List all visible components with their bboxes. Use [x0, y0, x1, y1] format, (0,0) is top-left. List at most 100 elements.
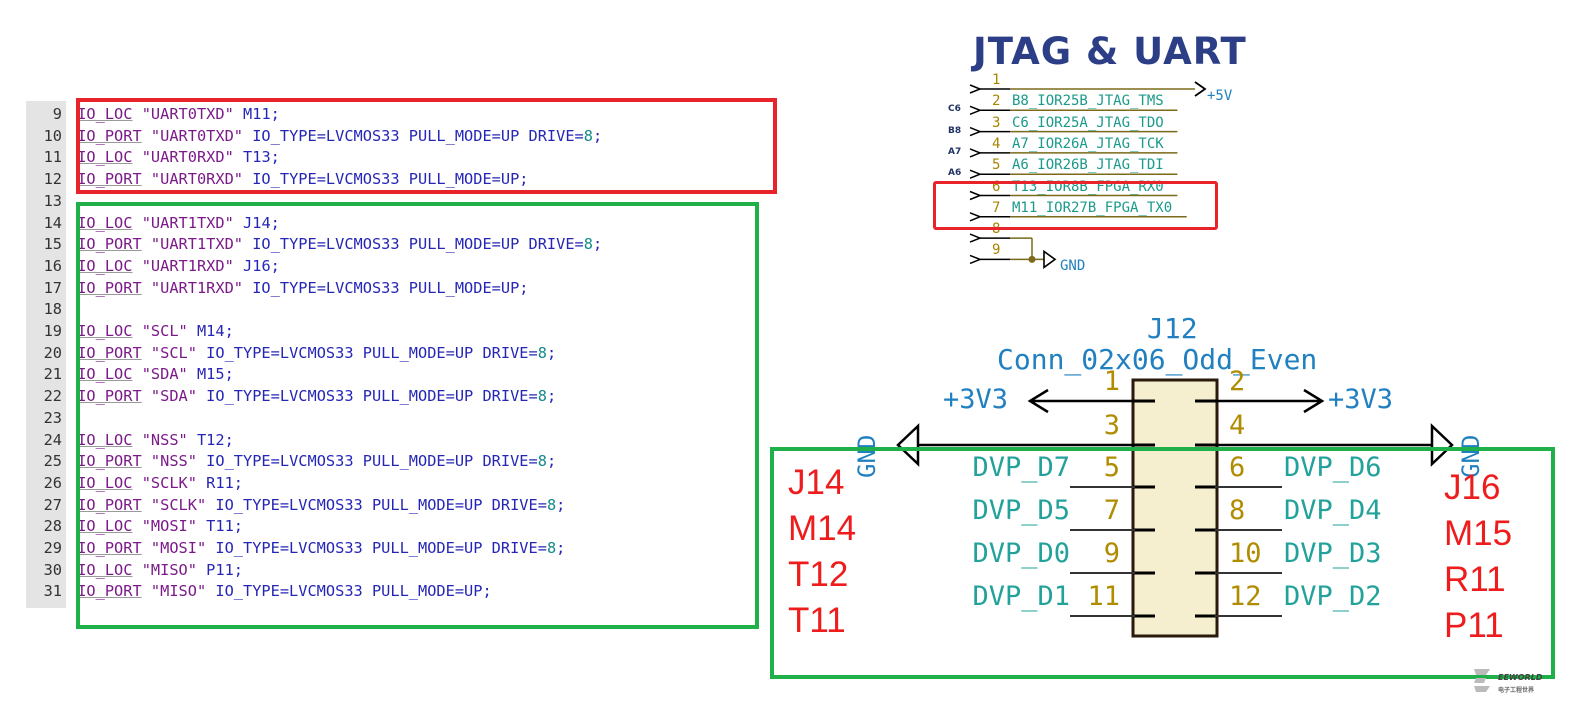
code-token: "SCLK"	[150, 495, 207, 514]
code-line[interactable]: 12 IO_PORT "UART0RXD" IO_TYPE=LVCMOS33 P…	[26, 168, 786, 190]
code-token: IO_LOC	[77, 517, 133, 536]
jtag-pin-tip	[969, 169, 983, 179]
code-token: IO_PORT	[77, 452, 142, 471]
j12-left-net-label: DVP_D5	[972, 495, 1070, 526]
watermark-sub: 电子工程世界	[1498, 687, 1535, 694]
line-number: 26	[43, 473, 62, 492]
j12-right-net-label: DVP_D6	[1284, 452, 1382, 483]
code-token: IO_TYPE=LVCMOS33 PULL_MODE=UP;	[243, 170, 529, 189]
line-number: 17	[43, 278, 62, 297]
code-line[interactable]: 18	[26, 298, 786, 320]
code-line[interactable]: 15 IO_PORT "UART1TXD" IO_TYPE=LVCMOS33 P…	[26, 233, 786, 255]
line-number: 31	[43, 582, 62, 601]
code-line[interactable]: 16 IO_LOC "UART1RXD" J16;	[26, 255, 786, 277]
code-token: "SCL"	[150, 343, 197, 362]
code-token: "UART0TXD"	[141, 105, 234, 123]
j12-right-pin-number: 10	[1229, 538, 1262, 569]
fpga-right-pin-label: P11	[1444, 606, 1504, 645]
code-line[interactable]: 26 IO_LOC "SCLK" R11;	[26, 472, 786, 494]
code-line[interactable]: 23	[26, 407, 786, 429]
jtag-pin-tip	[969, 254, 983, 265]
line-number: 25	[43, 452, 62, 471]
line-number: 14	[43, 213, 62, 232]
j12-left-net-label: DVP_D7	[972, 452, 1070, 483]
code-token: 8	[546, 539, 557, 557]
code-line[interactable]: 9 IO_LOC "UART0TXD" M11;	[26, 103, 786, 125]
j12-right-net-label: DVP_D4	[1284, 495, 1382, 526]
code-token: ;	[593, 126, 603, 145]
code-line[interactable]: 25 IO_PORT "NSS" IO_TYPE=LVCMOS33 PULL_M…	[26, 450, 786, 472]
jtag-net-label: M11_IOR27B_FPGA_TX0	[1012, 199, 1173, 216]
jtag-pin-number: 9	[992, 242, 1001, 259]
code-token: ;	[546, 452, 557, 471]
code-token: M11;	[233, 105, 280, 123]
j12-left-net-label: DVP_D0	[972, 538, 1070, 569]
code-token: IO_PORT	[77, 387, 142, 406]
jtag-pin-tip	[969, 126, 983, 137]
code-line[interactable]: 30 IO_LOC "MISO" P11;	[26, 559, 786, 581]
code-token: IO_LOC	[77, 560, 133, 579]
code-line[interactable]: 31 IO_PORT "MISO" IO_TYPE=LVCMOS33 PULL_…	[26, 580, 786, 602]
line-number: 9	[52, 105, 62, 123]
line-number: 11	[43, 148, 62, 167]
code-token: IO_LOC	[77, 213, 133, 232]
code-line[interactable]: 10 IO_PORT "UART0TXD" IO_TYPE=LVCMOS33 P…	[26, 125, 786, 147]
code-token: 8	[537, 452, 547, 471]
jtag-pin-number: 5	[992, 157, 1001, 174]
jtag-pin-number: 7	[992, 199, 1001, 216]
gpio-highlight-box	[76, 202, 759, 629]
code-line[interactable]: 29 IO_PORT "MOSI" IO_TYPE=LVCMOS33 PULL_…	[26, 537, 786, 559]
code-token: J14;	[233, 213, 280, 232]
line-number: 20	[43, 343, 62, 362]
code-line[interactable]: 17 IO_PORT "UART1RXD" IO_TYPE=LVCMOS33 P…	[26, 277, 786, 299]
jtag-net-label: A6_IOR26B_JTAG_TDI	[1012, 157, 1164, 174]
line-number: 12	[43, 170, 62, 189]
code-token: "MISO"	[141, 560, 197, 579]
line-number: 22	[43, 387, 62, 406]
jtag-pin-tip	[969, 148, 983, 158]
jtag-pin-number: 2	[992, 93, 1001, 110]
code-line[interactable]: 24 IO_LOC "NSS" T12;	[26, 429, 786, 451]
code-token: ;	[546, 343, 557, 362]
j12-left-net-label: DVP_D1	[972, 581, 1070, 612]
code-line[interactable]: 21 IO_LOC "SDA" M15;	[26, 363, 786, 385]
code-line[interactable]: 19 IO_LOC "SCL" M14;	[26, 320, 786, 342]
line-number: 27	[43, 495, 62, 514]
code-token: "SCL"	[141, 322, 188, 340]
line-number: 15	[43, 235, 62, 254]
code-token: IO_TYPE=LVCMOS33 PULL_MODE=UP DRIVE=	[196, 452, 538, 471]
code-line[interactable]: 11 IO_LOC "UART0RXD" T13;	[26, 146, 786, 168]
gnd-junction-dot	[1028, 255, 1036, 263]
jtag-net-label: B8_IOR25B_JTAG_TMS	[1012, 93, 1164, 110]
code-token: IO_TYPE=LVCMOS33 PULL_MODE=UP DRIVE=	[196, 387, 538, 406]
code-line[interactable]: 14 IO_LOC "UART1TXD" J14;	[26, 212, 786, 234]
code-token: "UART1TXD"	[141, 213, 234, 232]
code-line[interactable]: 13	[26, 190, 786, 212]
fpga-left-pin-label: J14	[788, 463, 845, 502]
fpga-right-pin-label: R11	[1444, 560, 1506, 599]
jtag-gnd-label: GND	[1060, 258, 1086, 274]
jtag-ball-tag: A7	[948, 146, 962, 157]
code-token: P11;	[196, 560, 244, 579]
code-token: ;	[546, 387, 557, 406]
code-line[interactable]: 22 IO_PORT "SDA" IO_TYPE=LVCMOS33 PULL_M…	[26, 385, 786, 407]
j12-right-pin-number: 6	[1229, 452, 1246, 483]
code-token: T12;	[187, 430, 234, 449]
j12-left-pin-number: 11	[1087, 581, 1120, 612]
code-token: ;	[556, 539, 566, 557]
j12-left-pin-number: 1	[1103, 366, 1120, 397]
code-token: IO_LOC	[77, 256, 133, 275]
line-number: 19	[43, 322, 62, 340]
line-number: 13	[43, 191, 62, 210]
code-line[interactable]: 20 IO_PORT "SCL" IO_TYPE=LVCMOS33 PULL_M…	[26, 342, 786, 364]
code-token: 8	[537, 343, 547, 362]
code-line[interactable]: 27 IO_PORT "SCLK" IO_TYPE=LVCMOS33 PULL_…	[26, 494, 786, 516]
code-token: IO_PORT	[77, 126, 142, 145]
code-token: "UART1TXD"	[150, 235, 244, 254]
code-line[interactable]: 28 IO_LOC "MOSI" T11;	[26, 515, 786, 537]
plus5v-arrow	[1194, 81, 1207, 97]
code-token: IO_TYPE=LVCMOS33 PULL_MODE=UP DRIVE=	[206, 539, 547, 557]
jtag-pin-tip	[969, 84, 983, 94]
code-token: IO_LOC	[77, 322, 133, 340]
